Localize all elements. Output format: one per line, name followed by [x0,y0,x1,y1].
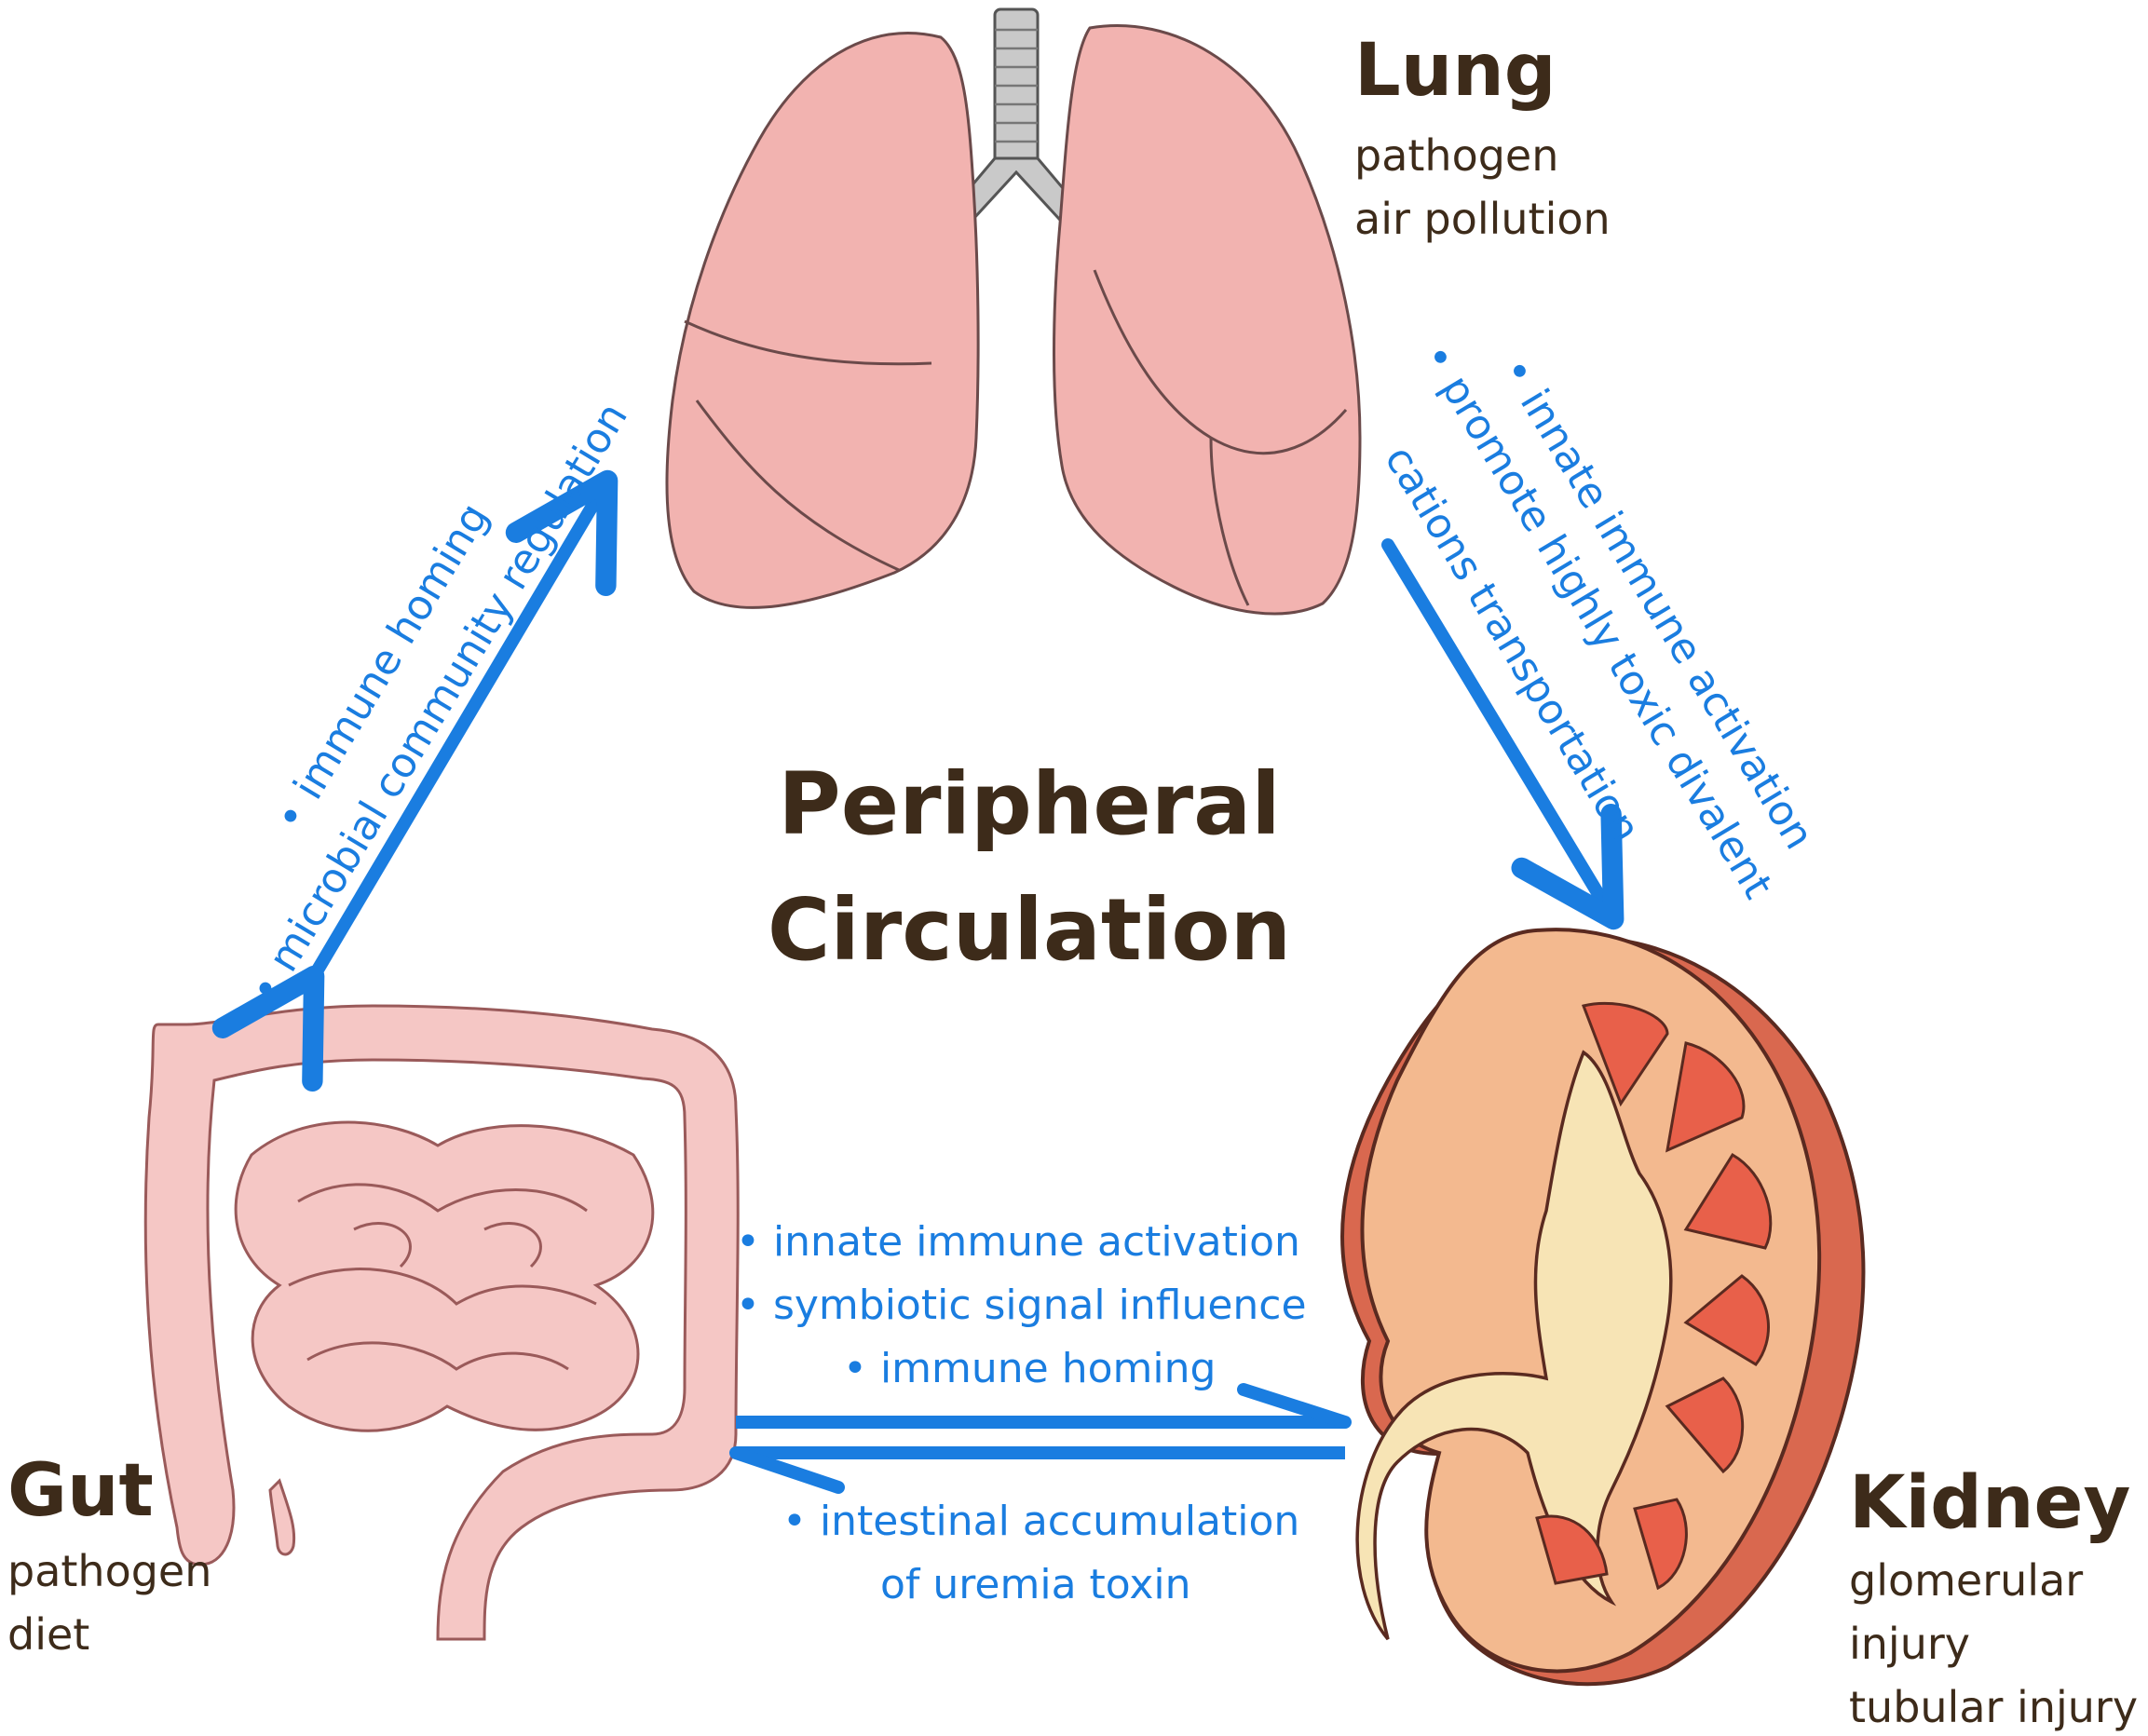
kidney-illustration [1340,928,1866,1687]
lung-detail: pathogen [1354,130,1559,181]
trachea-icon [958,7,1075,222]
arrow-gut-lung [211,469,619,1092]
gut-title: Gut [7,1449,154,1533]
gut-kidney-effect: • immune homing [843,1345,1217,1392]
left-lung [665,32,980,609]
kidney-gut-effect: • intestinal accumulation [782,1498,1300,1545]
kidney-detail: injury [1849,1619,1971,1669]
kidney-title: Kidney [1849,1461,2131,1545]
kidney-gut-effect: of uremia toxin [880,1561,1191,1608]
lung-title: Lung [1354,29,1557,113]
gut-kidney-effect: • symbiotic signal influence [736,1282,1307,1329]
center-title-line2: Circulation [767,880,1292,980]
right-lung [1053,24,1362,616]
kidney-detail: glomerular [1849,1555,2084,1606]
gut-detail: pathogen [7,1546,212,1596]
arrow-lung-kidney [1381,538,1625,930]
intestines-illustration [143,1004,740,1641]
gut-kidney-effect: • innate immune activation [736,1218,1300,1266]
lungs-illustration [665,7,1362,616]
kidney-detail: tubular injury [1849,1682,2139,1732]
arrows [211,469,1625,1494]
kidney-pelvis [1355,1050,1673,1641]
gut-detail: diet [7,1609,90,1660]
lung-detail: air pollution [1354,194,1611,244]
center-title-line1: Peripheral [778,754,1281,854]
